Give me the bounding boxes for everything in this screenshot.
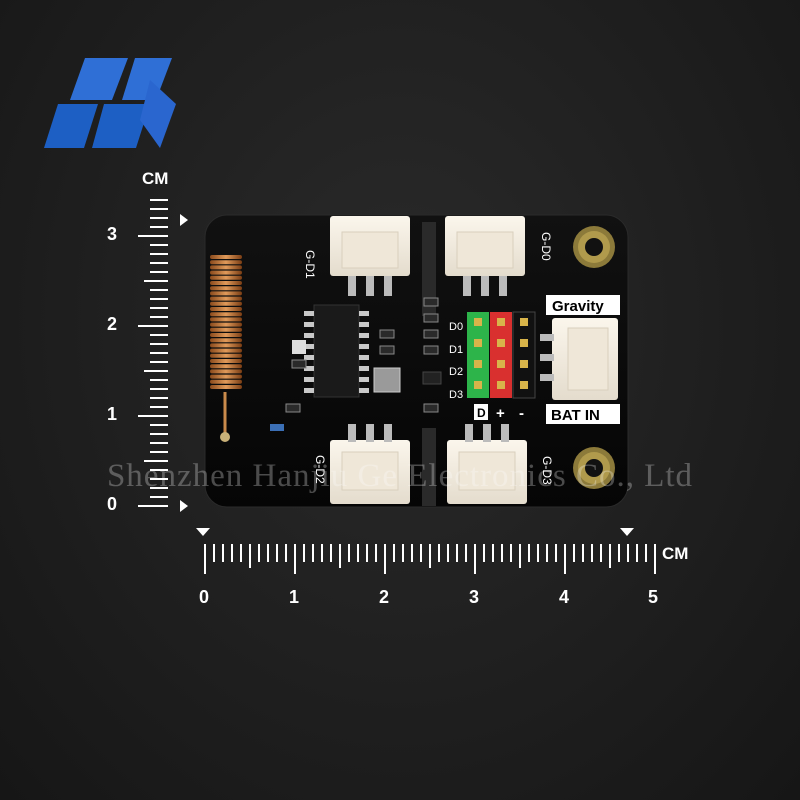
h-tick-label: 2 xyxy=(379,587,390,607)
ruler-marker-icon xyxy=(180,500,188,512)
microcontroller-chip-icon xyxy=(304,304,369,398)
pin-label-d0: D0 xyxy=(449,321,463,333)
crystal-icon xyxy=(373,367,401,393)
header-legend-minus: - xyxy=(519,405,524,422)
pin-label-d2: D2 xyxy=(449,366,463,378)
connector-g-d3 xyxy=(447,424,527,504)
h-tick-label: 4 xyxy=(559,587,570,607)
connector-g-d1 xyxy=(330,216,410,296)
gravity-label: Gravity xyxy=(552,298,604,315)
pin-label-d3: D3 xyxy=(449,389,463,401)
antenna-coil-icon xyxy=(210,255,242,389)
connector-label-g-d0: G-D0 xyxy=(539,232,553,261)
h-tick-label: 5 xyxy=(648,587,659,607)
connector-label-g-d3: G-D3 xyxy=(540,456,554,485)
mounting-hole-icon xyxy=(573,226,615,268)
pin-header xyxy=(467,311,536,399)
v-tick-label: 3 xyxy=(107,224,118,244)
header-legend-d: D xyxy=(477,406,486,420)
smd-components xyxy=(285,297,439,413)
v-tick-label: 2 xyxy=(107,314,118,334)
led-icon xyxy=(292,340,306,354)
h-tick-label: 0 xyxy=(199,587,210,607)
vertical-ruler xyxy=(138,199,168,507)
ruler-marker-icon xyxy=(180,214,188,226)
h-tick-label: 3 xyxy=(469,587,480,607)
h-tick-label: 1 xyxy=(289,587,300,607)
v-tick-label: 0 xyxy=(107,494,118,514)
bat-in-label: BAT IN xyxy=(551,407,600,424)
ruler-marker-icon xyxy=(196,528,210,536)
horizontal-ruler-unit: CM xyxy=(662,544,689,563)
horizontal-ruler xyxy=(204,544,656,574)
pin-label-d1: D1 xyxy=(449,344,463,356)
connector-g-d2 xyxy=(330,424,410,504)
vertical-ruler-unit: CM xyxy=(142,169,169,188)
header-legend-plus: + xyxy=(496,405,505,422)
connector-g-d0 xyxy=(445,216,525,296)
mounting-hole-icon xyxy=(573,447,615,489)
pcb-board: G-D1 G-D0 G-D2 G-D3 D0 D1 D2 D3 D + - Gr… xyxy=(204,214,629,508)
connector-label-g-d1: G-D1 xyxy=(303,250,317,279)
v-tick-label: 1 xyxy=(107,404,118,424)
ruler-marker-icon xyxy=(620,528,634,536)
watermark-text: Shenzhen Hanjiu Ge Electronics Co., Ltd xyxy=(106,458,694,494)
connector-label-g-d2: G-D2 xyxy=(313,455,327,484)
connector-bat-in xyxy=(540,318,618,400)
company-logo-icon xyxy=(44,58,176,148)
